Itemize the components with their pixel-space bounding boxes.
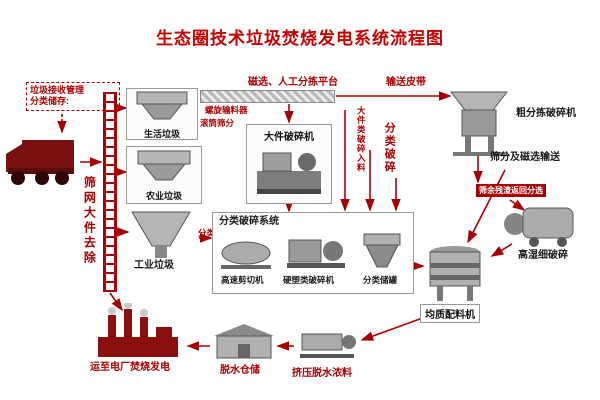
factory-icon — [92, 301, 184, 366]
crushing-system-box: 分类破碎系统 高速剪切机 硬塑类破碎机 分类储罐 — [212, 212, 414, 294]
household-waste-unit: 生活垃圾 — [126, 88, 198, 140]
warehouse-icon — [212, 322, 276, 367]
shear-machine-icon — [219, 235, 273, 276]
crushing-system-title: 分类破碎系统 — [219, 216, 279, 227]
household-waste-label: 生活垃圾 — [143, 129, 180, 139]
coarse-crusher-icon — [443, 88, 515, 163]
conveyor-belt-label: 输送皮带 — [386, 77, 426, 88]
press-machine-icon — [296, 326, 358, 369]
receive-line2: 分类储存: — [30, 96, 69, 107]
plastic-crusher-icon — [285, 235, 347, 276]
screw-conveyor-icon — [200, 90, 335, 103]
squeeze-dewater-label: 挤压脱水浓料 — [292, 368, 352, 379]
classified-crush-vertical-label: 分类破碎 — [383, 122, 396, 174]
agriculture-waste-label: 农业垃圾 — [145, 191, 182, 201]
storage-tank-icon — [359, 231, 405, 278]
storage-tank-label: 分类储罐 — [363, 275, 398, 285]
drum-screen-label: 滚筒筛分 — [200, 118, 235, 128]
hopper-icon — [134, 149, 194, 188]
high-wet-crusher-icon — [502, 196, 582, 253]
receive-line1: 垃圾接收管理 — [30, 85, 85, 95]
magnetic-sorting-platform-label: 磁选、人工分拣平台 — [248, 77, 338, 88]
homogenizer-icon — [424, 244, 486, 309]
ladder-conveyor-icon — [103, 92, 117, 292]
large-crusher-unit: 大件破碎机 — [246, 124, 332, 204]
residue-return-badge: 筛余残渣返回分选 — [476, 184, 546, 197]
industrial-waste-label: 工业垃圾 — [134, 260, 174, 271]
page-title: 生态圈技术垃圾焚烧发电系统流程图 — [156, 29, 444, 48]
screw-feeder-label: 螺旋输料器 — [205, 105, 248, 115]
homogenizer-label: 均质配料机 — [420, 304, 480, 323]
plastic-crusher-label: 硬塑类破碎机 — [283, 275, 335, 285]
funnel-icon — [128, 208, 194, 265]
truck-icon — [2, 132, 80, 193]
large-crusher-label: 大件破碎机 — [264, 132, 314, 143]
dewater-storage-label: 脱水仓储 — [220, 365, 260, 376]
crusher-icon — [253, 143, 325, 202]
screen-removal-label: 筛网大件去除 — [82, 176, 97, 266]
power-plant-label: 运至电厂焚烧发电 — [90, 362, 170, 373]
screen-magnetic-convey-label: 筛分及磁选输送 — [490, 152, 560, 163]
shear-machine-label: 高速剪切机 — [221, 275, 264, 285]
agriculture-waste-unit: 农业垃圾 — [126, 146, 202, 204]
large-feed-vertical-label: 大件类破碎入料 — [356, 106, 367, 173]
receive-management-label: 垃圾接收管理 分类储存: — [26, 82, 120, 111]
hopper-icon — [133, 91, 191, 126]
high-wet-crush-label: 高湿细破碎 — [518, 250, 568, 261]
flow-arrow — [467, 169, 506, 244]
coarse-crusher-label: 粗分拣破碎机 — [516, 108, 576, 119]
